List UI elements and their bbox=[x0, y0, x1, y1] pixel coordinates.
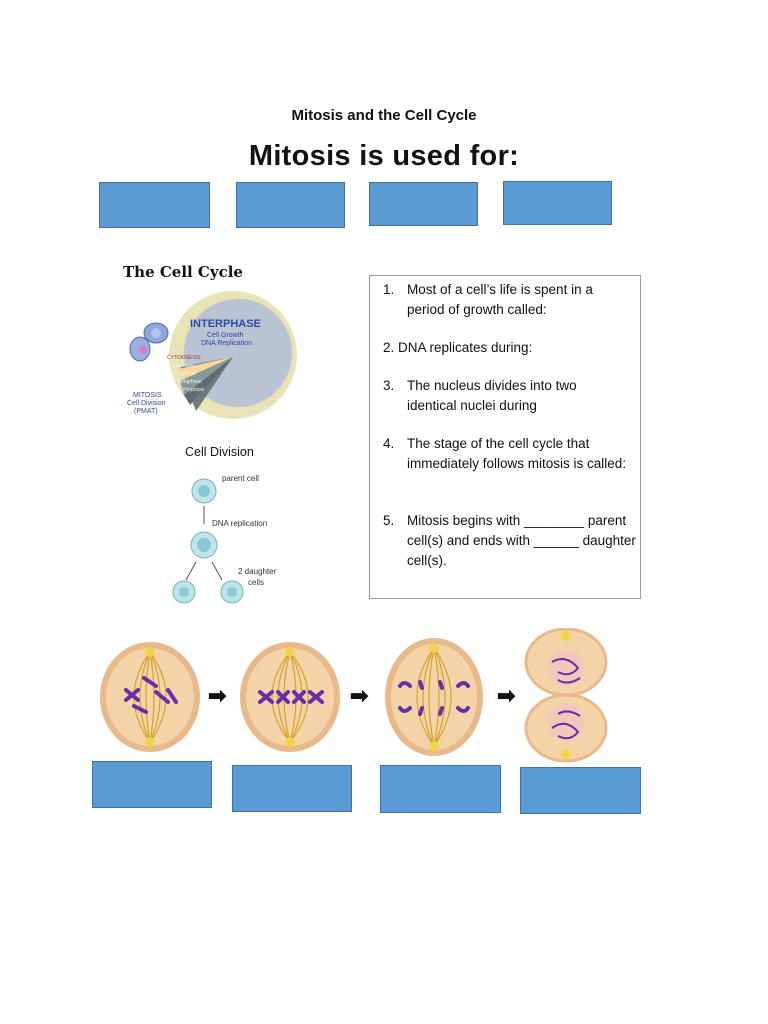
arrow-icon: ➡ bbox=[350, 683, 369, 708]
phase-image-metaphase bbox=[238, 640, 343, 755]
question-1-number: 1. bbox=[383, 282, 395, 297]
question-4-number: 4. bbox=[383, 436, 395, 451]
interphase-sub-dna: DNA Replication bbox=[201, 340, 252, 347]
dna-replication-label: DNA replication bbox=[212, 519, 268, 528]
phase-image-telophase bbox=[524, 627, 608, 764]
phase-label-metaphase: Metaphase bbox=[177, 379, 202, 385]
question-2: 2. DNA replicates during: bbox=[383, 338, 643, 358]
question-3: 3. The nucleus divides into two identica… bbox=[383, 376, 643, 416]
phase-image-prophase bbox=[98, 640, 203, 755]
answer-box-phase-1[interactable] bbox=[92, 761, 212, 808]
question-3-number: 3. bbox=[383, 378, 395, 393]
answer-box-phase-3[interactable] bbox=[380, 765, 501, 813]
parent-cell-label: parent cell bbox=[222, 474, 259, 483]
interphase-sub-growth: Cell Growth bbox=[207, 332, 244, 339]
daughter-cells-label-2: cells bbox=[248, 578, 265, 587]
arrow-icon: ➡ bbox=[497, 683, 516, 708]
heading: Mitosis is used for: bbox=[248, 140, 520, 172]
answer-box-use-3[interactable] bbox=[369, 182, 478, 226]
cell-cycle-title: The Cell Cycle bbox=[123, 263, 243, 281]
answer-box-use-1[interactable] bbox=[99, 182, 210, 228]
question-5-number: 5. bbox=[383, 513, 395, 528]
question-2-number: 2. bbox=[383, 340, 395, 355]
daughter-cells-label-1: 2 daughter bbox=[238, 567, 277, 576]
question-4-text: The stage of the cell cycle that immedia… bbox=[407, 436, 627, 471]
answer-box-use-4[interactable] bbox=[503, 181, 612, 225]
phase-label-anaphase: Anaphase bbox=[173, 371, 196, 377]
arrow-icon: ➡ bbox=[208, 683, 227, 708]
phase-label-prophase: Prophase bbox=[183, 387, 205, 393]
question-5-text: Mitosis begins with ________ parent cell… bbox=[407, 513, 636, 568]
phase-image-anaphase bbox=[382, 636, 487, 759]
page-title: Mitosis and the Cell Cycle bbox=[291, 107, 477, 124]
cell-division-title: Cell Division bbox=[185, 445, 254, 459]
answer-box-phase-4[interactable] bbox=[520, 767, 641, 814]
question-1: 1. Most of a cell’s life is spent in a p… bbox=[383, 280, 643, 320]
interphase-label: INTERPHASE bbox=[190, 318, 261, 330]
mitosis-sub-label: Cell Division bbox=[127, 400, 166, 407]
question-4: 4. The stage of the cell cycle that imme… bbox=[383, 434, 643, 474]
answer-box-use-2[interactable] bbox=[236, 182, 345, 228]
cytokinesis-label: CYTOKINESIS bbox=[167, 355, 201, 361]
phase-label-telophase: Telophase bbox=[171, 363, 194, 369]
answer-box-phase-2[interactable] bbox=[232, 765, 352, 812]
question-3-text: The nucleus divides into two identical n… bbox=[407, 378, 577, 413]
question-2-text: DNA replicates during: bbox=[398, 340, 533, 355]
cell-cycle-diagram bbox=[118, 285, 303, 425]
questions-box bbox=[369, 275, 641, 599]
mitosis-label: MITOSIS bbox=[133, 392, 162, 399]
question-5: 5. Mitosis begins with ________ parent c… bbox=[383, 511, 643, 571]
question-1-text: Most of a cell’s life is spent in a peri… bbox=[407, 282, 593, 317]
mitosis-pmat-label: (PMAT) bbox=[134, 408, 158, 415]
cell-division-diagram bbox=[160, 470, 310, 610]
